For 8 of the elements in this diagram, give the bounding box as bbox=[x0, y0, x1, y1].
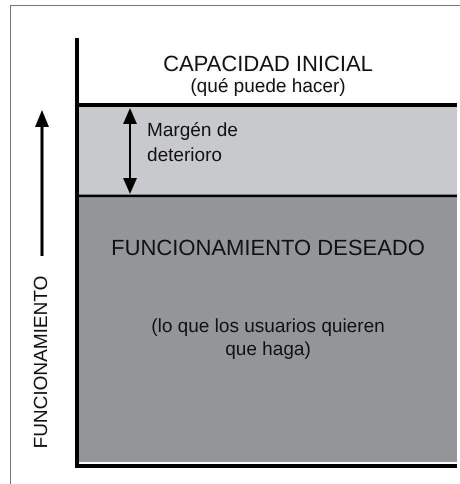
performance-subtitle: (lo que los usuarios quieren que haga) bbox=[150, 315, 386, 362]
performance-heading: FUNCIONAMIENTO DESEADO bbox=[110, 235, 426, 262]
capacity-heading: CAPACIDAD INICIAL bbox=[162, 52, 374, 76]
capacity-subtitle: (qué puede hacer) bbox=[189, 77, 347, 98]
margin-text: Margén de deterioro bbox=[147, 119, 239, 168]
axis-label: FUNCIONAMIENTO bbox=[31, 274, 53, 450]
band bbox=[79, 198, 457, 462]
band bbox=[79, 107, 457, 194]
